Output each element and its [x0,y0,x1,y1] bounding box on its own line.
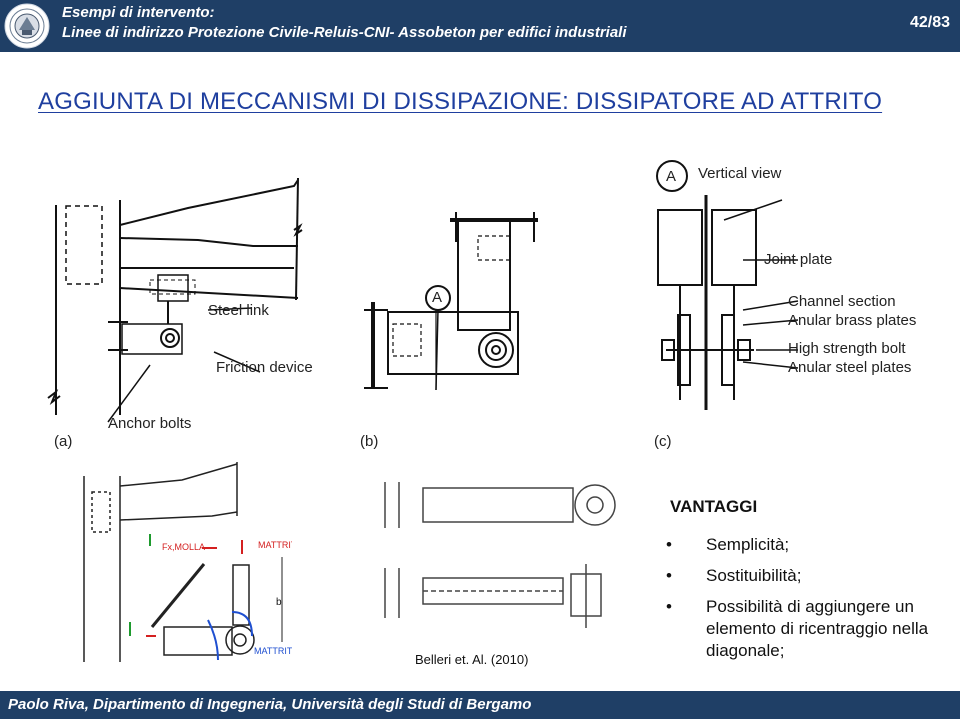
vertical-view-label: Vertical view [698,165,782,182]
caption-a: (a) [54,433,72,450]
device-plan-elevation [384,482,616,628]
header-subtitle: Esempi di intervento: [62,4,215,21]
page-number: 42/83 [909,14,950,31]
list-item: •Sostituibilità; [666,566,802,585]
anular-brass-label: Anular brass plates [788,312,916,329]
advantages-title: VANTAGGI [670,497,758,516]
bullet-icon: • [666,535,672,554]
steel-link-label: Steel link [208,302,269,319]
list-item: •Semplicità; [666,535,790,554]
a-marker-label: A [432,289,442,306]
friction-device-label: Friction device [216,359,313,376]
header-bar: Esempi di intervento: Linee di indirizzo… [0,0,960,52]
bullet-icon: • [666,566,672,585]
footer-bar: Paolo Riva, Dipartimento di Ingegneria, … [0,691,960,719]
anular-steel-label: Anular steel plates [788,359,911,376]
m-attrito-label: MATTRITO [254,646,292,656]
university-seal-icon [4,3,50,49]
friction-damper-drawings: Steel link Friction device Anchor bolts … [47,160,916,450]
advantages-list: •Semplicità; •Sostituibilità; •Possibili… [664,534,954,671]
f-molla-label: Fx,MOLLA [162,542,205,552]
citation: Belleri et. Al. (2010) [415,652,529,667]
anchor-bolts-label: Anchor bolts [108,415,191,432]
slide-title: AGGIUNTA DI MECCANISMI DI DISSIPAZIONE: … [38,88,883,115]
footer-text: Paolo Riva, Dipartimento di Ingegneria, … [8,696,532,713]
caption-b: (b) [360,433,378,450]
joint-plate-label: Joint plate [764,251,832,268]
header-course-title: Linee di indirizzo Protezione Civile-Rel… [62,24,627,41]
channel-section-label: Channel section [788,293,896,310]
b-dimension-label: b [276,597,282,608]
list-item: •Possibilità di aggiungere un elemento d… [666,597,929,660]
bullet-icon: • [666,597,672,616]
high-strength-bolt-label: High strength bolt [788,340,906,357]
a-marker-c-label: A [666,168,676,185]
mechanism-force-diagram: Fx,MOLLA MATTRITO/b b MATTRITO [83,462,292,662]
m-attrito-b-label: MATTRITO/b [258,540,292,550]
caption-c: (c) [654,433,672,450]
